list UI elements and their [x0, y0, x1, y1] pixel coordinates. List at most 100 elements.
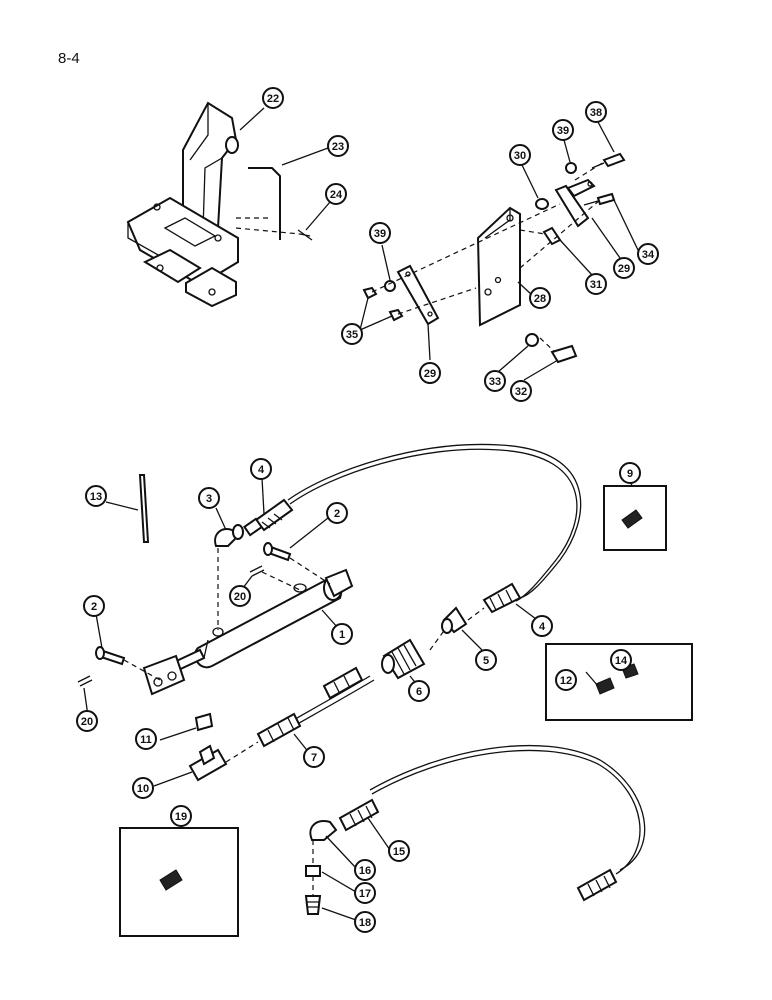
- callout-label: 11: [140, 734, 152, 746]
- clip-20-left: [77, 675, 93, 687]
- callout-20-left: 20: [76, 710, 98, 732]
- callout-33: 33: [484, 370, 506, 392]
- callout-label: 5: [483, 655, 489, 667]
- callout-label: 33: [489, 376, 501, 388]
- bolt-38: [591, 152, 626, 169]
- callout-11: 11: [135, 728, 157, 750]
- bolt-32: [550, 344, 578, 364]
- callout-label: 35: [346, 329, 358, 341]
- callout-label: 2: [334, 508, 340, 520]
- callout-3: 3: [198, 487, 220, 509]
- callout-label: 22: [267, 93, 279, 105]
- plug-18: [304, 895, 322, 915]
- callout-label: 23: [332, 141, 344, 153]
- callout-label: 6: [416, 686, 422, 698]
- callout-2-left: 2: [83, 595, 105, 617]
- mounting-bracket: [126, 101, 239, 308]
- callout-label: 7: [311, 752, 317, 764]
- fitting-11: [194, 712, 214, 732]
- pin-2-left: [95, 646, 126, 666]
- inset-box-9: [603, 485, 667, 551]
- page-number: 8-4: [58, 50, 80, 67]
- callout-13: 13: [85, 485, 107, 507]
- bushing-30: [535, 198, 549, 210]
- rod-13: [138, 474, 150, 543]
- callout-14: 14: [610, 649, 632, 671]
- callout-39-top: 39: [552, 119, 574, 141]
- inset-box-19: [119, 827, 239, 937]
- link-29-left: [396, 264, 440, 326]
- callout-label: 32: [515, 386, 527, 398]
- callout-label: 14: [615, 655, 628, 667]
- callout-label: 16: [359, 865, 371, 877]
- callout-29-right: 29: [613, 257, 635, 279]
- hose-15: [338, 798, 618, 902]
- callout-label: 19: [175, 811, 187, 823]
- callout-19: 19: [170, 805, 192, 827]
- link-29-right: [554, 178, 596, 228]
- callout-label: 4: [258, 464, 265, 476]
- clip-20-top: [249, 565, 265, 577]
- callout-label: 38: [590, 107, 602, 119]
- callout-34: 34: [637, 243, 659, 265]
- nut-39-left: [384, 280, 396, 292]
- nut-33: [525, 333, 539, 347]
- callout-label: 39: [374, 228, 386, 240]
- callout-23: 23: [327, 135, 349, 157]
- callout-5: 5: [475, 649, 497, 671]
- plug-17: [305, 865, 321, 877]
- hose-4-top-end: [243, 498, 294, 537]
- callout-label: 39: [557, 125, 569, 137]
- callout-label: 34: [642, 249, 655, 261]
- callout-30: 30: [509, 144, 531, 166]
- callout-12: 12: [555, 669, 577, 691]
- callout-4-top: 4: [250, 458, 272, 480]
- nut-39-top: [565, 162, 577, 174]
- pin-2-top: [263, 542, 292, 562]
- callout-label: 2: [91, 601, 97, 613]
- callout-label: 20: [81, 716, 93, 728]
- callout-label: 17: [359, 888, 371, 900]
- adapter-5: [441, 606, 468, 634]
- callout-9: 9: [619, 462, 641, 484]
- callout-label: 15: [393, 846, 405, 858]
- callout-29-left: 29: [419, 362, 441, 384]
- callout-17: 17: [354, 882, 376, 904]
- elbow-16: [309, 820, 338, 841]
- callout-label: 12: [560, 675, 572, 687]
- callout-18: 18: [354, 911, 376, 933]
- callout-4-right: 4: [531, 615, 553, 637]
- callout-31: 31: [585, 273, 607, 295]
- callout-38: 38: [585, 101, 607, 123]
- callout-label: 29: [618, 263, 630, 275]
- callout-39-left: 39: [369, 222, 391, 244]
- callout-label: 20: [234, 591, 246, 603]
- callout-label: 18: [359, 917, 371, 929]
- callout-label: 10: [137, 783, 149, 795]
- callout-label: 31: [590, 279, 602, 291]
- callout-16: 16: [354, 859, 376, 881]
- elbow-3: [214, 524, 244, 547]
- callout-20-top: 20: [229, 585, 251, 607]
- hose-7: [256, 666, 375, 748]
- callout-label: 28: [534, 293, 546, 305]
- pin-23: [248, 167, 281, 240]
- callout-7: 7: [303, 746, 325, 768]
- callout-6: 6: [408, 680, 430, 702]
- callout-label: 3: [206, 493, 212, 505]
- bolt-34: [583, 192, 616, 206]
- callout-label: 4: [539, 621, 546, 633]
- callout-label: 29: [424, 368, 436, 380]
- hose-4-right-end: [482, 582, 522, 614]
- callout-28: 28: [529, 287, 551, 309]
- callout-label: 30: [514, 150, 526, 162]
- fitting-6: [381, 638, 426, 680]
- callout-15: 15: [388, 840, 410, 862]
- callout-1: 1: [331, 623, 353, 645]
- callout-32: 32: [510, 380, 532, 402]
- callout-22: 22: [262, 87, 284, 109]
- nuts-35: [362, 286, 404, 322]
- clip-24: [297, 229, 313, 241]
- callout-label: 24: [330, 189, 343, 201]
